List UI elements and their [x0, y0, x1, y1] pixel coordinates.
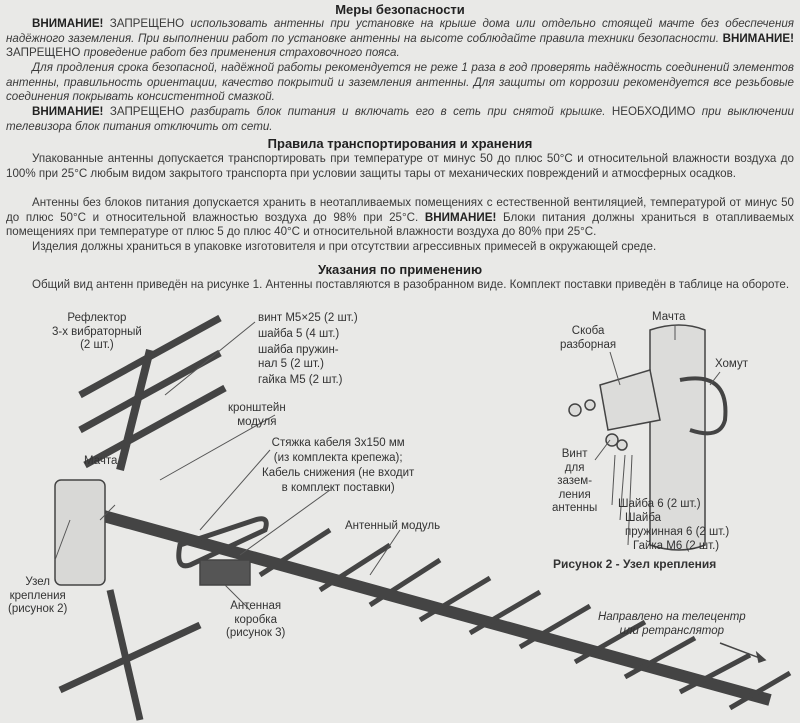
- required-label: НЕОБХОДИМО: [611, 105, 696, 118]
- mast-clamp: [54, 479, 106, 586]
- usage-paragraph-1: Общий вид антенн приведён на рисунке 1. …: [32, 278, 790, 291]
- text: разбирать блок питания и включать его в …: [190, 105, 606, 118]
- usage-title: Указания по применению: [317, 262, 483, 277]
- warning-label: ВНИМАНИЕ!: [424, 210, 497, 224]
- text: Блоки питания должны храниться в отаплив…: [6, 210, 794, 239]
- leader-lines: [54, 321, 401, 611]
- collar: [679, 376, 728, 436]
- transport-title: Правила транспортирования и хранения: [267, 136, 533, 151]
- label-reflector: Рефлектор 3-х вибраторный (2 шт.): [52, 312, 142, 353]
- warning-label: ВНИМАНИЕ!: [722, 31, 794, 45]
- reflector: [78, 314, 227, 471]
- safety-paragraph-3: ВНИМАНИЕ! ЗАПРЕЩЕНО разбирать блок питан…: [6, 105, 794, 134]
- label-mount: Узел крепления (рисунок 2): [8, 576, 68, 615]
- label-ground-screw: Винт для зазем- ления антенны: [552, 448, 598, 514]
- text: Для продления срока безопасной, надёжной…: [6, 61, 794, 104]
- safety-title: Меры безопасности: [335, 2, 465, 17]
- transport-paragraph-2: Антенны без блоков питания допускается х…: [6, 196, 794, 240]
- label-mast-2: Мачта: [652, 311, 686, 323]
- label-antenna-box: Антенная коробка (рисунок 3): [226, 600, 286, 639]
- transport-paragraph-3: Изделия должны храниться в упаковке изго…: [32, 240, 657, 253]
- mount-drawing: [568, 324, 728, 551]
- label-nut: гайка М5 (2 шт.): [258, 374, 343, 386]
- label-washer: шайба 5 (4 шт.): [258, 328, 340, 340]
- label-nut6: Гайка М6 (2 шт.): [633, 540, 720, 552]
- text: Антенны без блоков питания допускается х…: [6, 196, 794, 224]
- text: проведение работ без применения страхово…: [83, 46, 400, 60]
- prohibited-label: ЗАПРЕЩЕНО: [6, 46, 81, 60]
- antenna-box: [199, 559, 251, 586]
- transport-paragraph-1: Упакованные антенны допускается транспор…: [6, 152, 794, 180]
- antenna-boom: [98, 509, 772, 706]
- label-clamp: Скоба разборная: [560, 325, 617, 351]
- label-spring-washer: шайба пружин- нал 5 (2 шт.): [258, 344, 339, 370]
- label-cable-tie: Стяжка кабеля 3х150 мм (из комплекта кре…: [262, 437, 415, 494]
- label-screw: винт М5×25 (2 шт.): [258, 312, 358, 324]
- label-collar: Хомут: [715, 358, 748, 370]
- antenna-drawing: [54, 314, 792, 721]
- text: использовать антенны при установке на кр…: [6, 17, 794, 45]
- mast-pipe: [649, 324, 706, 551]
- prohibited-label: ЗАПРЕЩЕНО: [109, 105, 185, 118]
- safety-paragraph-2: Для продления срока безопасной, надёжной…: [6, 61, 794, 105]
- warning-label: ВНИМАНИЕ!: [32, 105, 104, 118]
- label-direction: Направлено на телецентр или ретранслятор: [598, 611, 746, 637]
- dipole: [176, 516, 269, 569]
- label-mast: Мачта: [84, 455, 118, 467]
- directors: [258, 527, 792, 711]
- safety-paragraph-1: ВНИМАНИЕ! ЗАПРЕЩЕНО использовать антенны…: [6, 17, 794, 61]
- text: Рефлектор 3-х вибраторный (2 шт.): [52, 312, 142, 351]
- label-spring-washer6: Шайба пружинная 6 (2 шт.): [625, 512, 730, 538]
- label-bracket: кронштейн модуля: [228, 402, 286, 428]
- clamp: [599, 369, 661, 431]
- warning-label: ВНИМАНИЕ!: [32, 17, 104, 30]
- prohibited-label: ЗАПРЕЩЕНО: [109, 17, 185, 30]
- text: при выключении телевизора блок питания о…: [6, 105, 794, 133]
- figure2-caption: Рисунок 2 - Узел крепления: [553, 557, 717, 571]
- label-antenna-module: Антенный модуль: [345, 520, 441, 532]
- label-washer6: Шайба 6 (2 шт.): [618, 498, 701, 510]
